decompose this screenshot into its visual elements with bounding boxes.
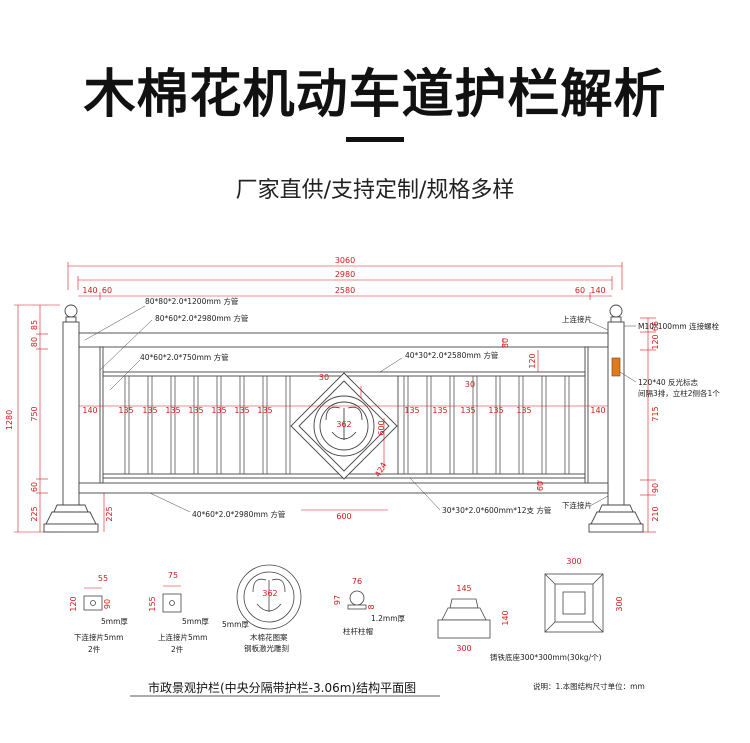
label-reflector-note: 间隔3排，立柱2侧各1个 (638, 388, 720, 398)
title-underline (346, 137, 404, 142)
dim-d120: 120 (528, 353, 537, 368)
kapok-flower-panel (290, 372, 398, 480)
spacing-3: 135 (165, 406, 180, 415)
base-top-label: 铸铁底座300*300mm(30kg/个) (490, 652, 602, 662)
post-cap-h2: 8 (367, 604, 376, 609)
post-cap-thick: 1.2mm厚 (371, 614, 406, 623)
detail-lower-plate (83, 587, 103, 611)
dim-right-60: 60 (575, 286, 585, 295)
lower-plate-h1: 120 (69, 596, 78, 611)
upper-plate-thick: 5mm厚 (182, 617, 209, 626)
dim-r210: 210 (651, 506, 660, 521)
base-side-w-top: 145 (456, 584, 471, 593)
dim-d80: 80 (501, 338, 510, 348)
spacing-7: 135 (257, 406, 272, 415)
spacing-dimension-line (79, 338, 608, 511)
dim-left-60: 60 (102, 286, 112, 295)
base-top-w: 300 (566, 557, 581, 566)
lower-plate-thick: 5mm厚 (101, 617, 128, 626)
lower-plate-h2: 90 (103, 599, 112, 609)
dim-h225b: 225 (105, 506, 114, 521)
dim-total: 3060 (335, 256, 355, 265)
lower-plate-count: 2件 (88, 644, 101, 654)
dim-h750: 750 (30, 406, 39, 421)
base-side-h: 140 (501, 610, 510, 625)
upper-plate-h: 155 (148, 596, 157, 611)
spacing-2: 135 (142, 406, 157, 415)
label-top-connector: 上连接片 (562, 314, 592, 324)
label-bottom-connector: 下连接片 (562, 500, 592, 510)
flower-note: 钢板激光雕刻 (244, 643, 289, 653)
drawing-note: 说明：1.本图结构尺寸单位：mm (533, 681, 645, 691)
dim-d30a: 30 (319, 373, 329, 382)
post-cap-w: 76 (352, 577, 362, 586)
flower-label: 木棉花图案 (250, 632, 288, 642)
detail-post-cap (347, 590, 367, 610)
upper-plate-count: 2件 (171, 644, 184, 654)
dim-h80: 80 (30, 337, 39, 347)
dim-left-140: 140 (82, 286, 97, 295)
upper-plate-label: 上连接片5mm (158, 632, 207, 642)
drawing-caption: 市政景观护栏(中央分隔带护栏-3.06m)结构平面图 (148, 680, 416, 695)
page-subtitle: 厂家直供/支持定制/规格多样 (235, 178, 515, 203)
dim-d60: 60 (536, 481, 545, 491)
label-reflector: 120*40 反光标志 (638, 377, 698, 387)
dim-h85: 85 (30, 320, 39, 330)
flower-size: 362 (262, 589, 277, 598)
spacing-0: 140 (82, 406, 97, 415)
detail-upper-plate (162, 585, 182, 613)
dim-r120: 120 (651, 334, 660, 349)
upper-plate-w: 75 (168, 571, 178, 580)
label-pipe-mid-left: 40*60*2.0*750mm 方管 (140, 352, 229, 362)
dim-right-140: 140 (590, 286, 605, 295)
label-bolt: M10*100mm 连接螺栓 (638, 321, 720, 331)
reflector-marker (611, 357, 621, 377)
dim-inner: 2980 (335, 270, 355, 279)
base-side-w-bottom: 300 (456, 644, 471, 653)
lower-plate-label: 下连接片5mm (74, 632, 123, 642)
dim-h225: 225 (30, 506, 39, 521)
detail-base-top (544, 573, 604, 633)
spacing-5: 135 (211, 406, 226, 415)
spacing-4: 135 (188, 406, 203, 415)
detail-flower (236, 564, 302, 630)
dim-panel: 2580 (335, 286, 355, 295)
page-title: 木棉花机动车道护栏解析 (83, 65, 667, 125)
label-pipe-mid-right: 40*30*2.0*2580mm 方管 (405, 350, 499, 360)
spacing-1: 135 (118, 406, 133, 415)
label-pipe-bottom: 40*60*2.0*2980mm 方管 (192, 509, 286, 519)
flower-thick: 5mm厚 (222, 620, 249, 629)
spacing-6: 135 (234, 406, 249, 415)
spacing-8: 135 (404, 406, 419, 415)
dim-d600v: 600 (377, 420, 386, 435)
label-pipe-top: 80*80*2.0*1200mm 方管 (145, 296, 239, 306)
spacing-13: 140 (590, 406, 605, 415)
dim-r65: 65 (651, 321, 660, 331)
top-dimension-lines (67, 262, 623, 300)
dim-r715: 715 (651, 406, 660, 421)
vertical-bars (124, 375, 570, 475)
spacing-11: 135 (488, 406, 503, 415)
dim-h60: 60 (30, 482, 39, 492)
spacing-12: 135 (516, 406, 531, 415)
spacing-9: 135 (432, 406, 447, 415)
dim-d362: 362 (336, 420, 351, 429)
lower-plate-w: 55 (98, 574, 108, 583)
dim-d600h: 600 (336, 512, 351, 521)
leader-lines (84, 305, 637, 513)
dim-r90: 90 (651, 483, 660, 493)
dim-d30b: 30 (465, 380, 475, 389)
label-bars: 30*30*2.0*600mm*12支 方管 (442, 505, 552, 515)
left-post (43, 304, 99, 533)
spacing-10: 135 (460, 406, 475, 415)
dim-height-total: 1280 (5, 410, 14, 430)
label-pipe-rail: 80*60*2.0*2980mm 方管 (155, 313, 249, 323)
detail-base-side (437, 598, 491, 639)
base-top-h: 300 (615, 596, 624, 611)
post-cap-h1: 97 (333, 595, 342, 605)
post-cap-label: 柱杆柱帽 (343, 626, 373, 636)
